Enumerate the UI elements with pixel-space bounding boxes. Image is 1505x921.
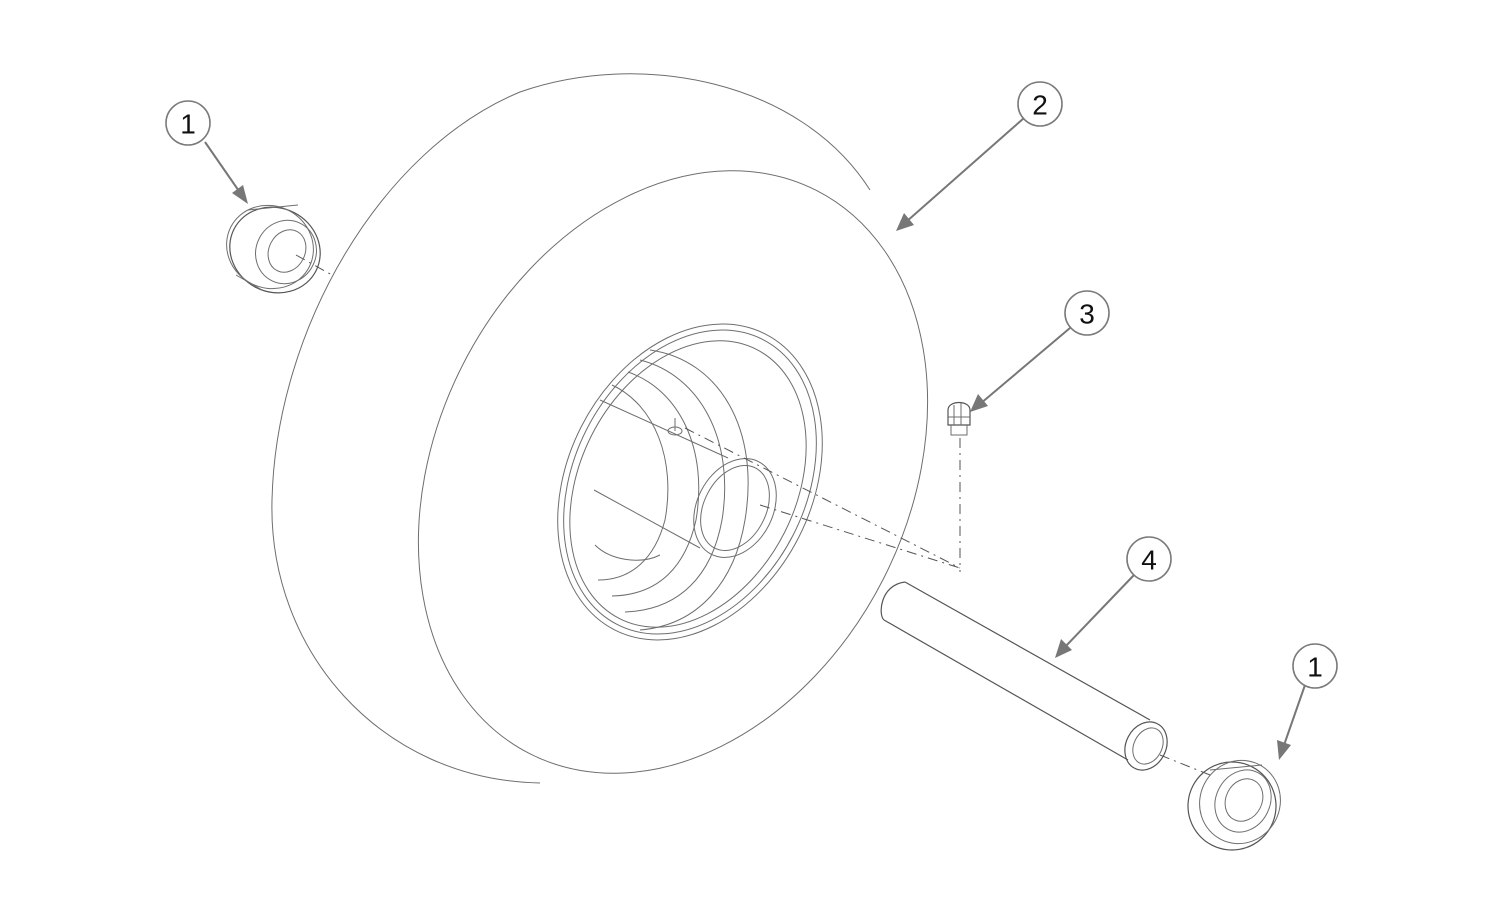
callout-bearing-bottom: 1 xyxy=(1292,643,1338,689)
rim-contour-1 xyxy=(639,349,749,631)
rim-contour-4 xyxy=(597,384,669,581)
rim-outer-lip xyxy=(563,329,817,635)
hub-tube-body xyxy=(593,399,729,549)
centerline-hub-to-spacer xyxy=(759,504,961,569)
callout-label: 3 xyxy=(1079,299,1095,330)
leader-bearing-top xyxy=(204,141,242,195)
rim-outer xyxy=(557,323,823,641)
bearing-bottom xyxy=(1187,759,1281,851)
assembly-centerlines xyxy=(295,254,1211,776)
tire-back-edge xyxy=(271,73,871,784)
callout-label: 1 xyxy=(1307,652,1323,683)
centerline-hub-upper xyxy=(684,427,961,569)
centerline-spacer-to-bearing xyxy=(1159,754,1211,776)
callout-bearing-top: 1 xyxy=(165,100,211,146)
rim-contour-5 xyxy=(594,544,661,561)
axle-spacer-tube xyxy=(880,581,1168,771)
arrowhead-bearing-top xyxy=(232,185,248,204)
callout-label: 1 xyxy=(180,109,196,140)
bearing-top xyxy=(226,204,321,294)
hub-tube-end-outer xyxy=(693,458,777,558)
callout-leaders xyxy=(204,117,1306,760)
callout-wheel: 2 xyxy=(1017,81,1063,127)
leader-grease-fitting xyxy=(979,327,1071,405)
wheel-assembly xyxy=(271,73,929,784)
callout-label: 2 xyxy=(1032,90,1048,121)
callout-label: 4 xyxy=(1141,545,1157,576)
centerline-bearing-top xyxy=(295,254,333,276)
grease-fitting xyxy=(947,401,971,436)
hub-tube-end-inner xyxy=(700,465,770,551)
arrowhead-grease-fitting xyxy=(970,394,988,412)
rim-contour-3 xyxy=(611,371,700,597)
rim-inner-lip xyxy=(569,340,807,628)
tire-front-face xyxy=(417,170,929,774)
leader-bearing-bottom xyxy=(1282,684,1306,749)
leader-wheel xyxy=(905,117,1025,223)
arrowhead-axle-spacer xyxy=(1055,639,1072,658)
rim-contour-2 xyxy=(624,359,726,613)
callout-axle-spacer: 4 xyxy=(1126,536,1172,582)
arrowhead-wheel xyxy=(896,213,914,231)
arrowhead-bearing-bottom xyxy=(1277,740,1291,760)
leader-axle-spacer xyxy=(1063,574,1135,649)
callout-grease-fitting: 3 xyxy=(1064,290,1110,336)
